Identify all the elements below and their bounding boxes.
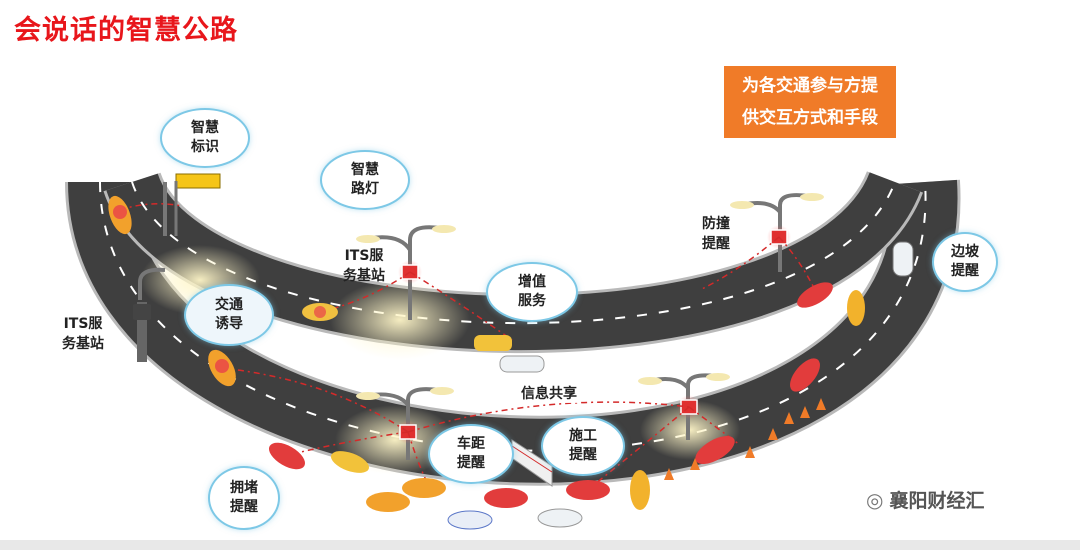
- label-info-share: 信息共享: [518, 383, 580, 403]
- slope-line1: 边坡: [951, 243, 979, 262]
- construction-line2: 提醒: [569, 446, 597, 465]
- its-left-line1: ITS服: [62, 314, 104, 334]
- smart-light-line2: 路灯: [351, 180, 379, 199]
- label-collision: 防撞 提醒: [702, 214, 730, 254]
- its-top-line2: 务基站: [343, 266, 385, 286]
- its-left-line2: 务基站: [62, 334, 104, 354]
- slope-line2: 提醒: [951, 262, 979, 281]
- watermark: ◎ 襄阳财经汇: [866, 486, 984, 513]
- distance-line2: 提醒: [457, 454, 485, 473]
- watermark-text: 襄阳财经汇: [889, 486, 984, 513]
- traffic-guide-line1: 交通: [215, 296, 243, 315]
- collision-line1: 防撞: [702, 214, 730, 234]
- bubble-congestion: 拥堵 提醒: [208, 466, 280, 530]
- smart-light-line1: 智慧: [351, 161, 379, 180]
- bubble-value-service: 增值 服务: [486, 262, 578, 322]
- construction-line1: 施工: [569, 427, 597, 446]
- label-its-station-top: ITS服 务基站: [343, 246, 385, 286]
- its-top-line1: ITS服: [343, 246, 385, 266]
- bubble-smart-light: 智慧 路灯: [320, 150, 410, 210]
- traffic-guide-line2: 诱导: [215, 315, 243, 334]
- collision-line2: 提醒: [702, 234, 730, 254]
- bubble-distance: 车距 提醒: [428, 424, 514, 484]
- value-service-line1: 增值: [518, 273, 546, 292]
- bubble-traffic-guide: 交通 诱导: [184, 284, 274, 346]
- wechat-icon: ◎: [866, 488, 883, 512]
- congestion-line1: 拥堵: [230, 479, 258, 498]
- value-service-line2: 服务: [518, 292, 546, 311]
- smart-sign-line2: 标识: [191, 138, 219, 157]
- bubble-slope: 边坡 提醒: [932, 232, 998, 292]
- bottom-bar: [0, 540, 1080, 550]
- bubble-construction: 施工 提醒: [541, 416, 625, 476]
- bubble-smart-sign: 智慧 标识: [160, 108, 250, 168]
- label-its-station-left: ITS服 务基站: [62, 314, 104, 354]
- distance-line1: 车距: [457, 435, 485, 454]
- smart-sign-line1: 智慧: [191, 119, 219, 138]
- congestion-line2: 提醒: [230, 498, 258, 517]
